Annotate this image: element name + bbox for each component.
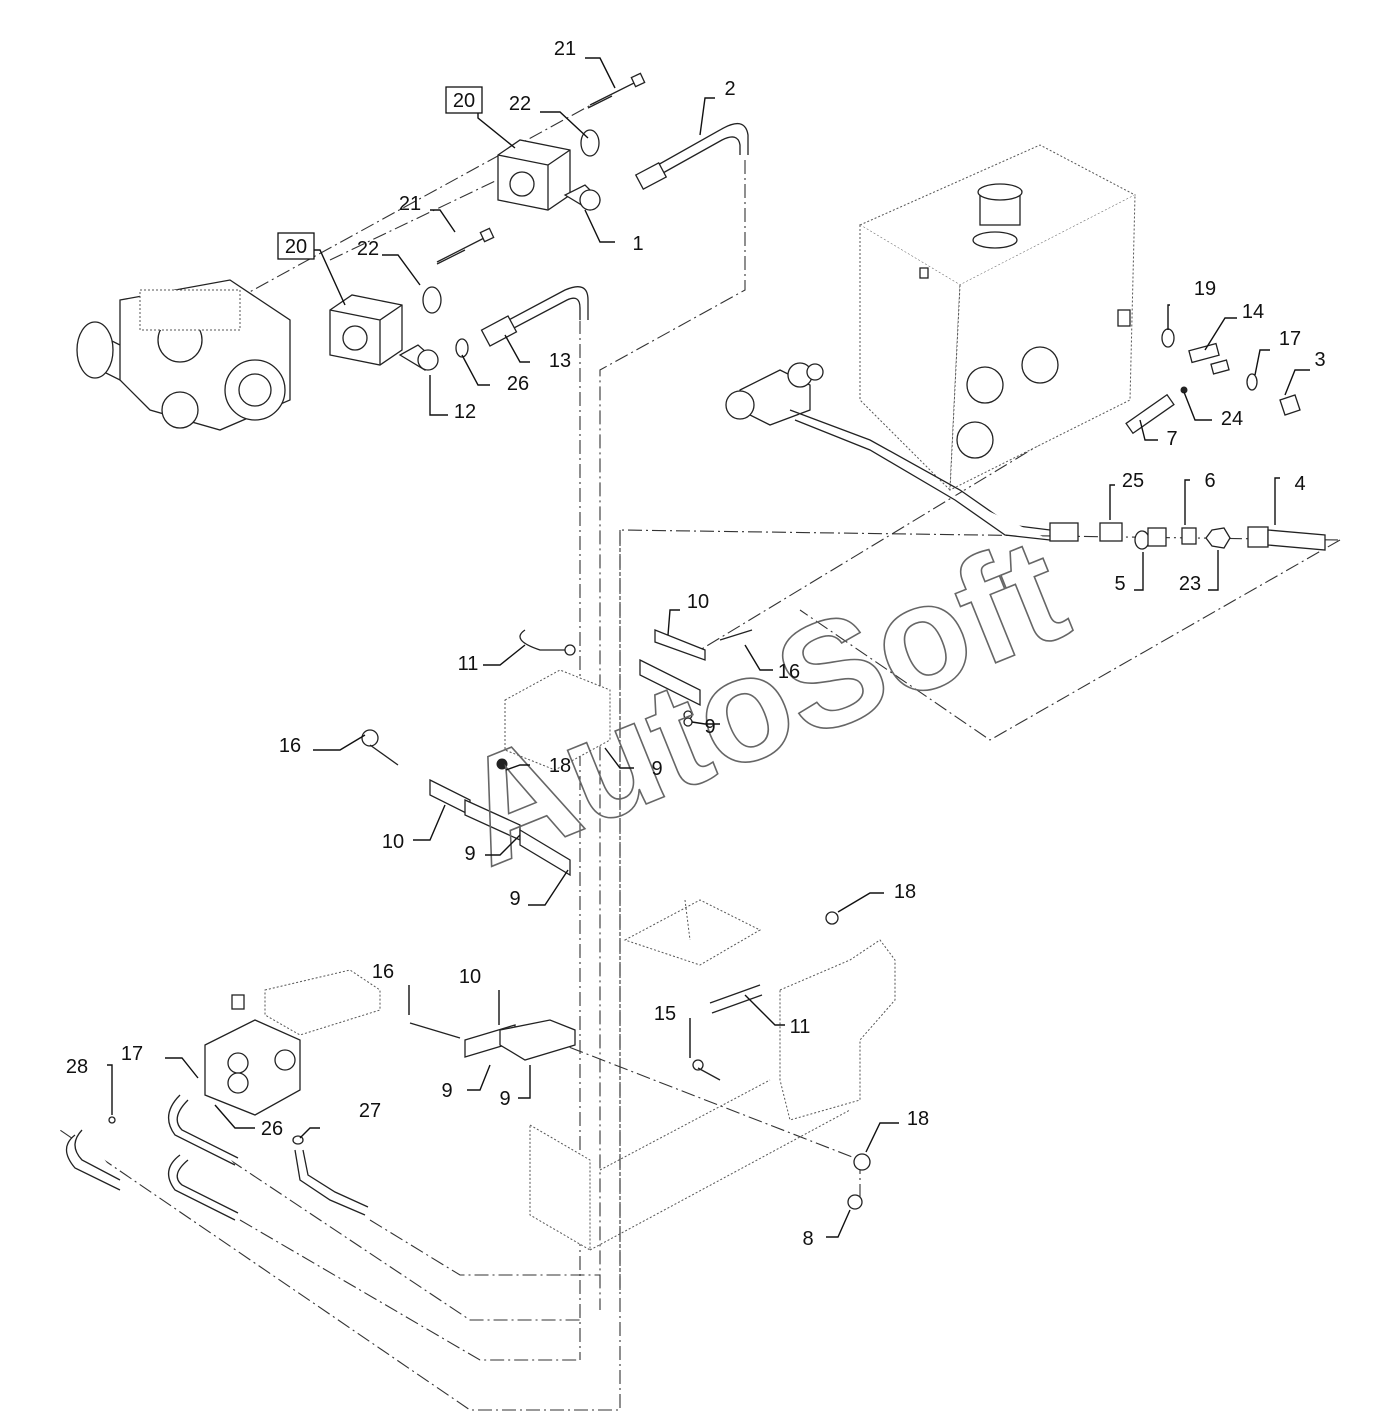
callout-13: 13 (549, 350, 571, 372)
callout-9: 9 (651, 758, 662, 780)
bolt-upper (587, 72, 646, 109)
callout-12: 12 (454, 401, 476, 423)
callout-15: 15 (654, 1003, 676, 1025)
callout-1: 1 (632, 233, 643, 255)
callout-26: 26 (507, 373, 529, 395)
callout-18: 18 (894, 881, 916, 903)
flange-block-upper (497, 139, 571, 211)
lower-hoses (65, 1094, 369, 1221)
callout-10: 10 (687, 591, 709, 613)
callout-labels: 21 22 2 1 21 22 13 26 12 19 14 17 3 24 7… (66, 38, 1326, 1250)
callout-27: 27 (359, 1100, 381, 1122)
o-ring-26-top (455, 338, 469, 358)
callout-17: 17 (121, 1043, 143, 1065)
boxed-callout-20-upper: 20 (445, 86, 483, 114)
callout-17: 17 (1279, 328, 1301, 350)
svg-text:20: 20 (285, 236, 307, 258)
bolt-lower (436, 227, 495, 265)
callout-9: 9 (509, 888, 520, 910)
callout-21: 21 (554, 38, 576, 60)
callout-25: 25 (1122, 470, 1144, 492)
svg-text:20: 20 (453, 90, 475, 112)
nut-8 (847, 1194, 863, 1210)
callout-9: 9 (499, 1088, 510, 1110)
callout-4: 4 (1294, 473, 1305, 495)
assembly-lines (59, 99, 1341, 1411)
callout-7: 7 (1166, 428, 1177, 450)
hose-13 (480, 286, 589, 347)
callout-28: 28 (66, 1056, 88, 1078)
nut-18-upper (825, 911, 839, 925)
nut-18-lower (853, 1153, 871, 1171)
leader-lines (107, 57, 1310, 1238)
callout-10: 10 (459, 966, 481, 988)
frame-plates (264, 669, 896, 1251)
callout-11: 11 (458, 653, 479, 675)
control-valve (204, 994, 301, 1116)
callout-22: 22 (357, 238, 379, 260)
callout-26: 26 (261, 1118, 283, 1140)
callout-9: 9 (441, 1080, 452, 1102)
elbow-fitting-1 (563, 184, 601, 211)
callout-2: 2 (724, 78, 735, 100)
boxed-callout-20-lower: 20 (277, 232, 315, 260)
callout-23: 23 (1179, 573, 1201, 595)
elbow-fitting-12 (398, 344, 439, 371)
callout-11: 11 (790, 1016, 811, 1038)
callout-14: 14 (1242, 301, 1264, 323)
flange-block-lower (329, 294, 403, 366)
hydraulic-tank (858, 144, 1137, 492)
fittings-chain-right (1049, 328, 1326, 551)
callout-19: 19 (1194, 278, 1216, 300)
callout-16: 16 (279, 735, 301, 757)
callout-5: 5 (1114, 573, 1125, 595)
clamp-set-upper (519, 629, 753, 727)
clamp-set-middle (361, 729, 571, 877)
callout-9: 9 (464, 843, 475, 865)
valve-manifold (725, 362, 1051, 541)
callout-8: 8 (802, 1228, 813, 1250)
hose-2 (634, 123, 749, 191)
o-ring-lower (422, 286, 442, 314)
callout-3: 3 (1314, 349, 1325, 371)
callout-9: 9 (704, 716, 715, 738)
clamp-set-lower (409, 984, 763, 1081)
callout-22: 22 (509, 93, 531, 115)
callout-6: 6 (1204, 470, 1215, 492)
callout-10: 10 (382, 831, 404, 853)
callout-21: 21 (399, 193, 421, 215)
callout-16: 16 (372, 961, 394, 983)
callout-18: 18 (907, 1108, 929, 1130)
hydraulic-pump (76, 279, 291, 431)
callout-16: 16 (778, 661, 800, 683)
callout-24: 24 (1221, 408, 1243, 430)
callout-18: 18 (549, 755, 571, 777)
